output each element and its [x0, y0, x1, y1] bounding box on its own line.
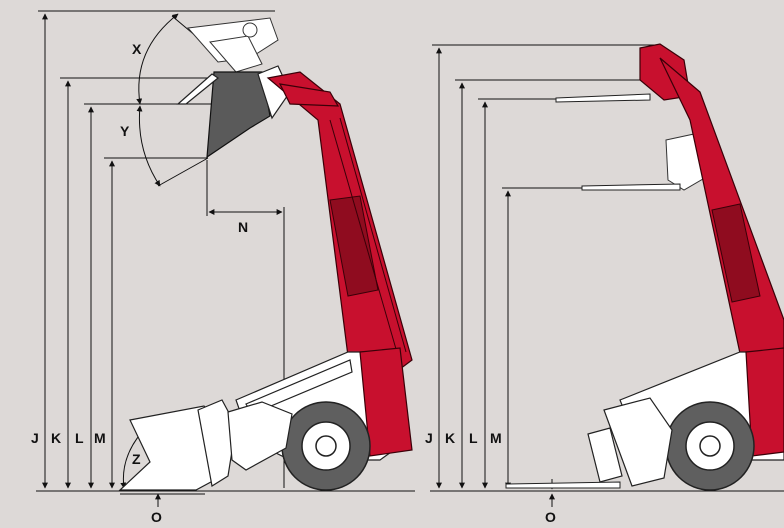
angle-z-label: Z: [132, 451, 141, 467]
quick-hitch: [227, 401, 293, 471]
dim-m-label-right: M: [490, 430, 502, 446]
dim-l-label-right: L: [469, 430, 478, 446]
dim-k-label-right: K: [445, 430, 455, 446]
angle-y-label: Y: [120, 123, 130, 139]
dim-j-label-left: J: [31, 430, 39, 446]
angle-x-arc: [136, 13, 179, 105]
mid-fork-carriage: [581, 133, 709, 191]
telescopic-boom-right: [659, 57, 784, 373]
dim-j-label-right: J: [425, 430, 433, 446]
ghost-bucket-upper: [186, 17, 279, 73]
chassis-red-panel: [359, 347, 413, 457]
left-label-backdrop: [30, 428, 124, 448]
telescopic-boom-left: [266, 71, 413, 373]
dim-o-label-left: O: [151, 509, 162, 525]
bucket-body-raised: [206, 71, 271, 159]
dim-k-label-left: K: [51, 430, 61, 446]
dim-n-label: N: [238, 219, 248, 235]
dim-m-label-left: M: [94, 430, 106, 446]
angle-y-arc: [136, 105, 161, 187]
lowered-bucket: [118, 399, 293, 491]
angle-x-label: X: [132, 41, 142, 57]
dim-l-label-left: L: [75, 430, 84, 446]
left-view: J K L M N X Y Z O: [30, 10, 415, 525]
lowered-fork-carriage: [505, 397, 673, 489]
right-view: J K L M O: [424, 43, 784, 525]
dim-o-label-right: O: [545, 509, 556, 525]
